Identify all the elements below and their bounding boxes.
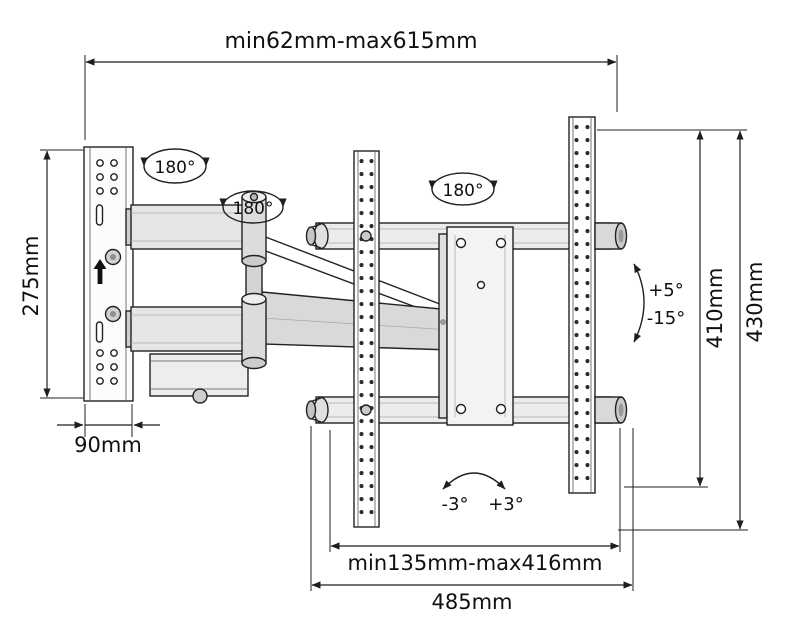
rail-bolt [360,230,372,242]
swivel-indicator-wall: 180° [140,148,210,184]
dim-bottom-width: 485mm [310,426,634,614]
swivel-angle-label-1: 180° [155,158,196,178]
left-end-knobs [305,222,329,424]
dim-plate-width-label: 90mm [74,433,142,457]
swivel-angle-label-2: 180° [233,199,274,219]
right-end-knobs [594,222,628,424]
dim-plate-width: 90mm [57,404,160,457]
upper-arm [125,204,247,250]
dim-plate-height-label: 275mm [19,236,43,317]
dim-top-span-label: min62mm-max615mm [224,29,477,54]
dim-bottom-width-label: 485mm [432,590,513,614]
flange-screw [440,319,446,325]
wall-plate-holes [95,159,118,385]
tilt-down-label: -15° [647,308,685,329]
rotate-minus-label: -3° [442,494,469,515]
arm-support-box [149,353,249,404]
dim-plate-height: 275mm [19,149,83,399]
rotate-plus-label: +3° [488,494,524,515]
plate-hole [455,403,467,415]
plate-hole [495,237,507,249]
center-plate [438,226,514,426]
lower-arm [125,306,247,352]
wall-plate [83,146,134,402]
right-vesa-rail [568,116,596,494]
left-vesa-rail [353,150,380,528]
swivel-indicator-plate: 180° [428,172,498,206]
dim-rail-span-label: min135mm-max416mm [348,551,603,575]
dim-bracket-heights: 410mm 430mm [597,129,767,531]
support-knob [192,388,208,404]
rail-bolt [360,404,372,416]
dim-top-span: min62mm-max615mm [84,29,618,140]
plate-hole [455,237,467,249]
elbow-joints [241,190,267,370]
plate-bolts [104,248,122,323]
swivel-angle-label-3: 180° [443,181,484,201]
swivel-indicator-elbow: 180° [219,190,287,224]
dim-rail-span: min135mm-max416mm [329,428,621,575]
tilt-indicator: +5° -15° [633,263,685,343]
plate-flange [438,233,448,419]
dim-bracket-height-label: 430mm [743,262,767,343]
orientation-up-arrow-icon [93,259,107,284]
tilt-up-label: +5° [648,280,684,301]
plate-hole [476,280,486,290]
plate-hole [495,403,507,415]
dim-holes-height-label: 410mm [703,268,727,349]
level-rotate-indicator: -3° +3° [442,472,524,515]
